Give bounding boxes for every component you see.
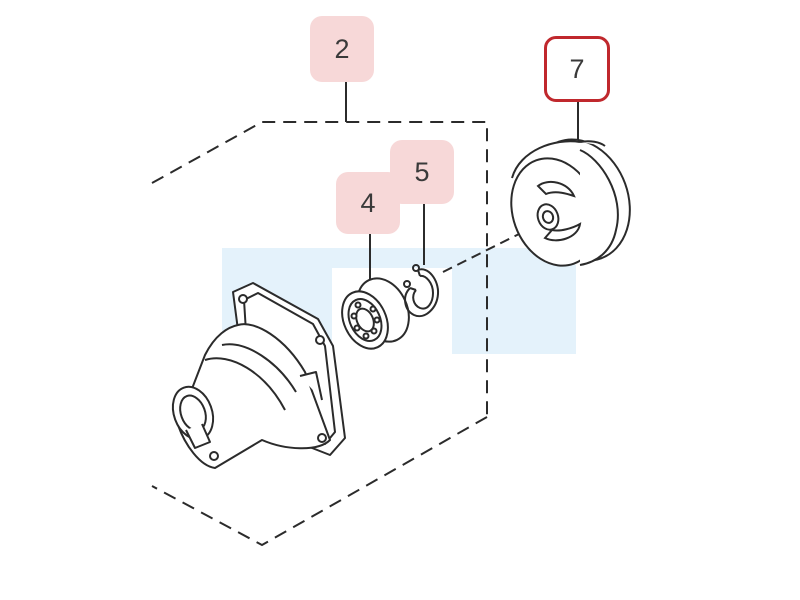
callout-shaft-assembly: 2 (310, 16, 374, 82)
callout-bearing: 4 (336, 172, 400, 234)
clutch-drum (510, 138, 631, 267)
ball-bearing (341, 277, 410, 350)
retaining-ring (403, 264, 440, 318)
gear-housing (171, 282, 346, 469)
assembly-boundary (151, 121, 488, 547)
callout-retaining-ring: 5 (390, 140, 454, 204)
leader-lines (345, 82, 579, 285)
callout-clutch-drum: 7 (544, 36, 610, 102)
